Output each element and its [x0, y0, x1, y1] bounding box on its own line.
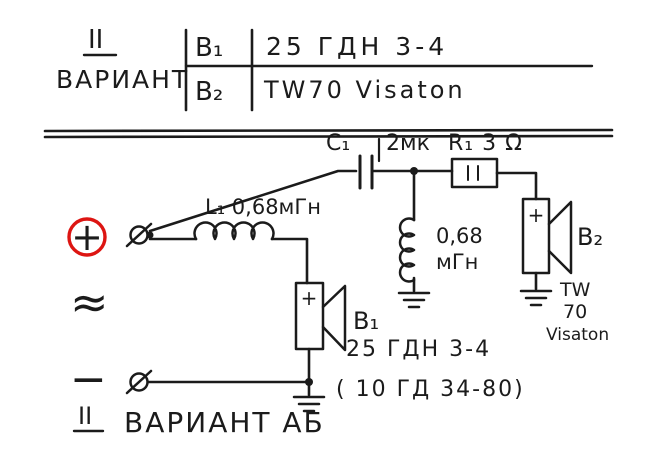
header-variant-numeral: II	[88, 25, 103, 55]
junction-dot-minus	[305, 378, 313, 386]
speaker-b1-label: B₁	[353, 307, 379, 335]
minus-sign: −	[70, 354, 107, 405]
speaker-b1-caption-1: 25 ГДН 3-4	[346, 337, 491, 362]
separator-line-bottom	[43, 134, 614, 139]
wire-plus-to-capacitor	[148, 169, 358, 233]
junction-dot-input	[146, 231, 154, 239]
shunt-inductor: 0,68 мГн	[398, 217, 483, 283]
double-separator	[43, 128, 614, 139]
header-table: II ВАРИАНТ B₁ 25 ГДН 3-4 B₂ TW70 Visaton	[56, 25, 594, 112]
speaker-b2-plus: +	[528, 203, 545, 227]
capacitor-name: C₁	[326, 131, 350, 156]
resistor-r1: R₁ 3 Ω	[448, 131, 523, 189]
minus-terminal-slash	[125, 369, 153, 395]
inductor-l1-label: L₁ 0,68мГн	[205, 195, 321, 219]
wire-resistor-to-b2	[495, 171, 538, 201]
plus-terminal-slash	[125, 222, 153, 248]
speaker-b2-caption-2: 70	[563, 301, 587, 323]
table-speaker-b2: TW70 Visaton	[263, 76, 466, 104]
shunt-inductor-value-2: мГн	[436, 250, 478, 274]
shunt-inductor-coil	[398, 217, 416, 283]
wire-l1-to-b1	[270, 237, 309, 285]
footer-caption: II ВАРИАНТ АБ	[72, 402, 325, 439]
inductor-l1: L₁ 0,68мГн	[193, 195, 321, 241]
speaker-b1-body	[294, 281, 325, 351]
separator-line-top	[43, 128, 614, 133]
header-variant-label: ВАРИАНТ	[56, 65, 189, 94]
resistor-label: R₁ 3 Ω	[448, 131, 523, 156]
input-terminals: + ≈ −	[67, 215, 153, 405]
ground-icon-b2	[519, 289, 553, 307]
table-terminal-b1: B₁	[195, 33, 223, 63]
plus-sign: +	[71, 215, 103, 259]
resistor-body	[450, 157, 499, 189]
speaker-b1: + B₁ 25 ГДН 3-4 ( 10 ГД 34-80)	[294, 281, 525, 402]
ground-icon-shunt	[397, 291, 431, 309]
ac-symbol: ≈	[70, 275, 109, 329]
speaker-b2-caption-1: TW	[559, 279, 591, 301]
ground-icon-b1	[292, 395, 326, 413]
table-speaker-b1: 25 ГДН 3-4	[266, 32, 448, 61]
speaker-b1-plus: +	[301, 286, 318, 310]
speaker-b2-caption-3: Visaton	[546, 325, 609, 345]
footer-variant-numeral: II	[78, 402, 92, 430]
wires	[146, 167, 538, 397]
speaker-b2-body	[521, 197, 551, 275]
capacitor-value: 2мк	[386, 131, 430, 156]
speaker-b1-caption-2: ( 10 ГД 34-80)	[336, 377, 525, 402]
speaker-b2: + B₂ TW 70 Visaton	[521, 197, 609, 345]
shunt-inductor-value-1: 0,68	[436, 224, 483, 248]
speaker-b2-label: B₂	[577, 223, 603, 251]
capacitor-c1: C₁ 2мк	[326, 131, 430, 190]
ground-symbols	[292, 289, 553, 413]
junction-dot-capacitor	[410, 167, 418, 175]
speaker-b1-cone-icon	[321, 284, 347, 352]
plus-highlight-circle	[67, 217, 107, 257]
speaker-b2-cone-icon	[547, 200, 573, 275]
footer-variant-label: ВАРИАНТ АБ	[124, 406, 325, 439]
table-terminal-b2: B₂	[195, 77, 223, 107]
inductor-l1-coil	[193, 221, 275, 241]
